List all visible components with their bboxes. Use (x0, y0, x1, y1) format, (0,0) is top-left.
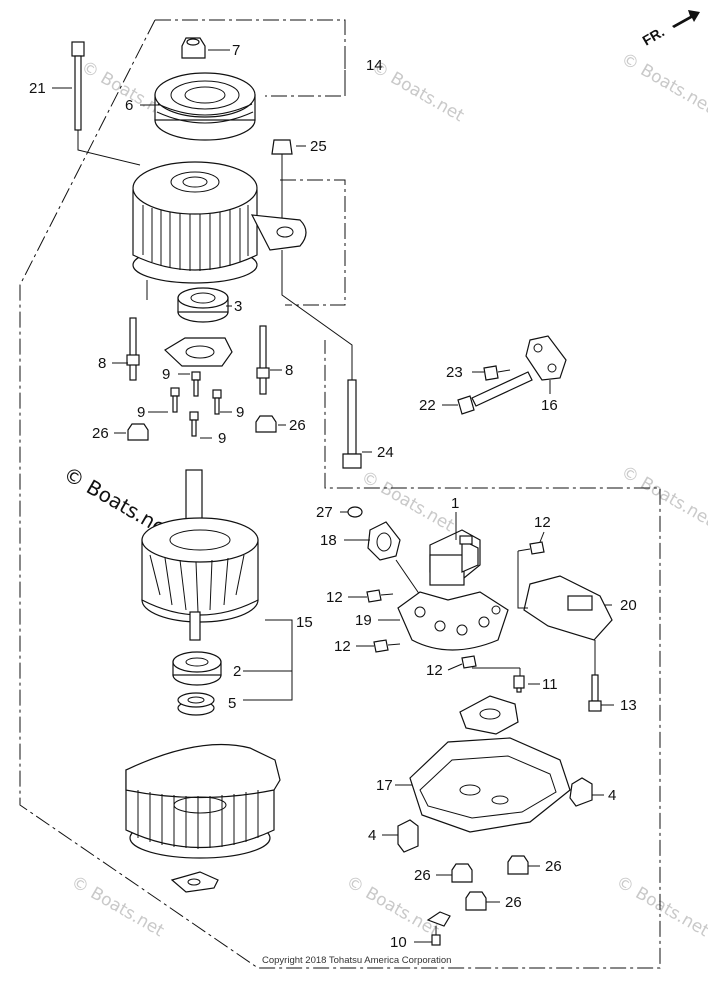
callout-26-c: 26 (414, 867, 431, 884)
callout-12-a: 12 (534, 514, 551, 531)
callout-12-c: 12 (334, 638, 351, 655)
callout-16: 16 (541, 397, 558, 414)
watermark: © Boats.net (618, 49, 708, 118)
arrow-icon (672, 10, 700, 28)
callout-8-left: 8 (98, 355, 106, 372)
bearing-2 (173, 652, 221, 685)
pulley (155, 73, 255, 140)
callout-18: 18 (320, 532, 337, 549)
front-indicator: FR. (640, 23, 668, 48)
callout-6: 6 (125, 97, 133, 114)
callout-17: 17 (376, 777, 393, 794)
washer (172, 872, 218, 892)
callout-14: 14 (366, 57, 383, 74)
nuts-26-upper (128, 416, 276, 440)
bolt-23 (484, 366, 510, 380)
leader-bolt-24 (282, 250, 352, 380)
watermark: © Boats.net (618, 462, 708, 531)
callout-9-b: 9 (137, 404, 145, 421)
callout-7: 7 (232, 42, 240, 59)
callout-26-b: 26 (289, 417, 306, 434)
rear-bracket (126, 744, 280, 858)
adjust-plate (526, 336, 566, 380)
callout-12-b: 12 (326, 589, 343, 606)
callout-8-right: 8 (285, 362, 293, 379)
callout-25: 25 (310, 138, 327, 155)
bolt-13 (589, 675, 601, 711)
bearing-3 (178, 288, 228, 322)
screw-11 (514, 668, 524, 692)
copyright-notice: Copyright 2018 Tohatsu America Corporati… (262, 955, 451, 966)
cover-bracket (460, 696, 518, 734)
brush-holder (524, 576, 612, 675)
front-arrow: FR. (640, 10, 701, 49)
alternator-housing (133, 162, 306, 300)
screws-9 (171, 372, 221, 436)
callout-10: 10 (390, 934, 407, 951)
callout-26-e: 26 (505, 894, 522, 911)
callout-23: 23 (446, 364, 463, 381)
callout-4-b: 4 (368, 827, 376, 844)
callout-9-c: 9 (236, 404, 244, 421)
callout-27: 27 (316, 504, 333, 521)
callout-26-a: 26 (92, 425, 109, 442)
stud-8-right (257, 326, 269, 394)
watermark: © Boats.net (358, 467, 458, 536)
bolt-24 (343, 380, 361, 468)
leader-15 (243, 620, 292, 700)
callout-19: 19 (355, 612, 372, 629)
callout-5: 5 (228, 695, 236, 712)
watermark: © Boats.net (68, 872, 168, 941)
rectifier (398, 592, 508, 650)
callout-2: 2 (233, 663, 241, 680)
bolt-25 (272, 140, 292, 222)
callout-3: 3 (234, 298, 242, 315)
terminal-parts (348, 507, 420, 595)
callout-1: 1 (451, 495, 459, 512)
callout-13: 13 (620, 697, 637, 714)
callout-24: 24 (377, 444, 394, 461)
stud-8-left (127, 318, 139, 380)
bearing-plate (165, 338, 232, 366)
callout-12-d: 12 (426, 662, 443, 679)
regulator (430, 530, 480, 585)
rotor (142, 470, 258, 640)
rear-cover (410, 738, 570, 832)
spacer-5 (178, 693, 214, 715)
callout-26-d: 26 (545, 858, 562, 875)
callout-4-a: 4 (608, 787, 616, 804)
callout-9-a: 9 (162, 366, 170, 383)
callout-9-d: 9 (218, 430, 226, 447)
callout-11: 11 (542, 676, 558, 693)
pulley-nut (182, 38, 205, 58)
callout-21: 21 (29, 80, 46, 97)
callout-22: 22 (419, 397, 436, 414)
callout-20: 20 (620, 597, 637, 614)
callout-15: 15 (296, 614, 313, 631)
